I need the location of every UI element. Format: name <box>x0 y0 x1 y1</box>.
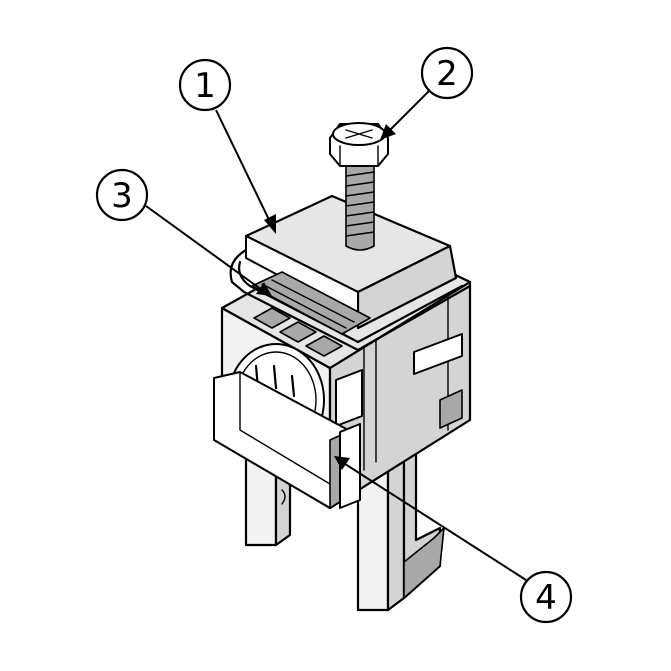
callout-label-1: 1 <box>194 66 216 106</box>
callout-balloon-2: 2 <box>420 46 474 100</box>
front-retaining-clip <box>213 371 361 509</box>
callout-leader-2 <box>380 89 431 140</box>
callout-label-3: 3 <box>111 176 133 216</box>
callout-balloon-4: 4 <box>519 570 573 624</box>
callout-balloon-3: 3 <box>95 168 149 222</box>
callout-leader-1 <box>215 109 276 234</box>
screw-icon <box>329 122 389 251</box>
callout-leader-4 <box>334 456 527 581</box>
callout-balloon-1: 1 <box>178 58 232 112</box>
callout-label-4: 4 <box>535 578 557 618</box>
callout-label-2: 2 <box>436 54 458 94</box>
callout-leader-3 <box>145 205 272 296</box>
pressure-plate <box>251 271 371 335</box>
